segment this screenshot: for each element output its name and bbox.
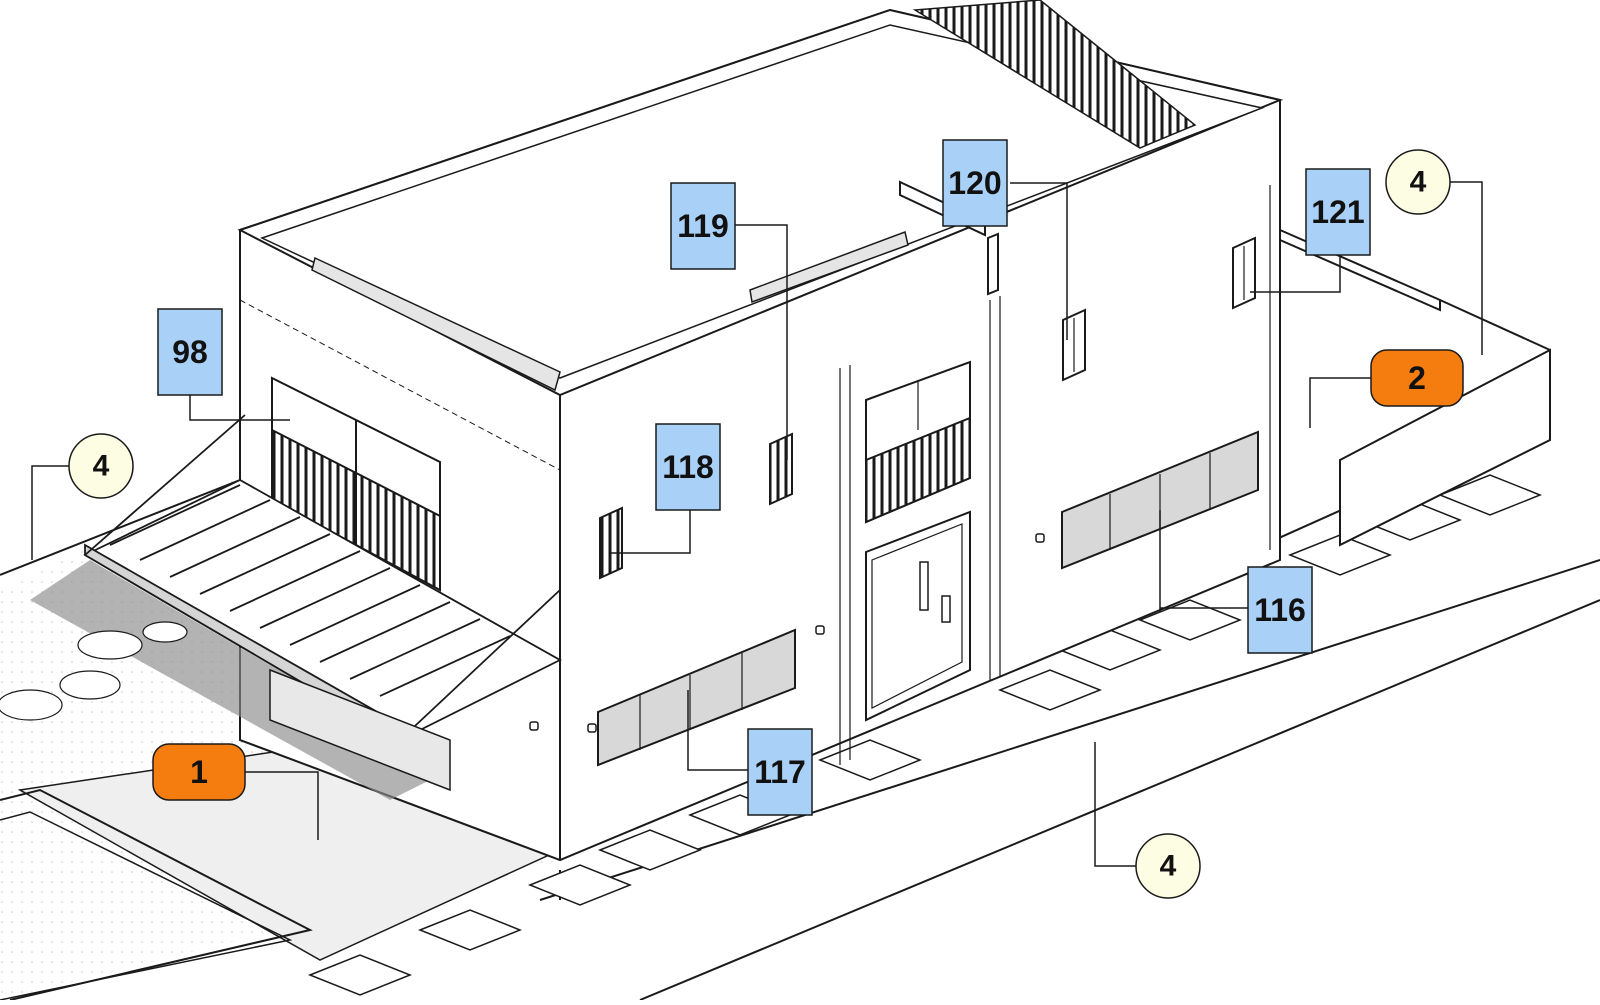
tag-label: 116 (1254, 592, 1306, 628)
ground-glazing-left (269, 668, 451, 792)
material-tag-box (152, 743, 246, 801)
window-tag-box (157, 308, 223, 396)
tag-label: 1 (190, 754, 208, 790)
tag-label: 119 (677, 208, 729, 244)
window-tag-118[interactable]: 118 (655, 423, 721, 511)
facade-openings (529, 232, 1259, 767)
window-tag-box (655, 423, 721, 511)
window-tag-box (1305, 168, 1371, 256)
window-tag-box (1247, 566, 1313, 654)
keynote-tag-4[interactable]: 4 (1135, 833, 1201, 899)
tag-label: 2 (1408, 360, 1426, 396)
keynote-tag-circle (1135, 833, 1201, 899)
keynote-tag-circle (68, 433, 134, 499)
tag-label: 121 (1311, 194, 1364, 230)
tag-label: 98 (172, 334, 208, 370)
window-tag-box (747, 728, 813, 816)
window-tag-120[interactable]: 120 (942, 139, 1008, 227)
window-tag-116[interactable]: 116 (1247, 566, 1313, 654)
window-tag-box (942, 139, 1008, 227)
window-tag-121[interactable]: 121 (1305, 168, 1371, 256)
window-tag-117[interactable]: 117 (747, 728, 813, 816)
garden-stones (0, 621, 188, 721)
paving-stones (307, 474, 1543, 996)
window-tag-box (670, 182, 736, 270)
tag-label: 4 (1160, 850, 1177, 883)
material-tag-2[interactable]: 2 (1370, 349, 1464, 407)
keynote-tag-4[interactable]: 4 (1385, 149, 1451, 215)
keynote-tag-circle (1385, 149, 1451, 215)
tag-label: 120 (948, 165, 1001, 201)
window-tag-119[interactable]: 119 (670, 182, 736, 270)
upper-window-left (271, 376, 441, 592)
material-tag-box (1370, 349, 1464, 407)
tag-label: 4 (1410, 166, 1427, 199)
keynote-tag-4[interactable]: 4 (68, 433, 134, 499)
material-tag-1[interactable]: 1 (152, 743, 246, 801)
tag-label: 118 (662, 449, 714, 485)
window-tag-98[interactable]: 98 (157, 308, 223, 396)
leader-lines (31, 181, 1483, 867)
tag-label: 117 (754, 754, 806, 790)
tag-label: 4 (93, 450, 110, 483)
tag-layer: 98 116 117 118 119 120 121 1 2 4 4 4 (68, 139, 1464, 899)
